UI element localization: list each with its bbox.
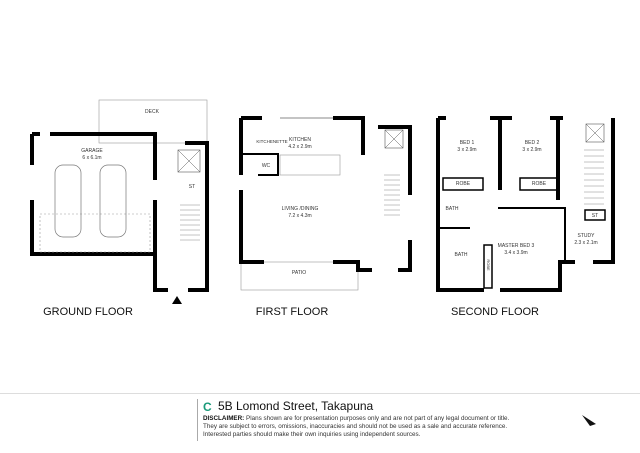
room-kitchen-size: 4.2 x 2.9m (288, 144, 312, 150)
room-bed2-size: 3 x 2.9m (522, 147, 542, 153)
room-garage: GARAGE (81, 148, 103, 154)
second-floor-title: SECOND FLOOR (450, 306, 540, 318)
room-patio: PATIO (291, 270, 307, 276)
room-bath2: BATH (454, 252, 468, 258)
disclaimer-label: DISCLAIMER: (203, 415, 245, 422)
footer-divider (0, 393, 640, 394)
ground-floor-plan (30, 99, 209, 304)
room-robe3: ROBE (486, 259, 491, 271)
robe-2 (519, 177, 559, 191)
room-master-size: 3.4 x 3.9m (504, 250, 528, 256)
room-robe1: ROBE (455, 181, 471, 187)
kitchen-island (279, 154, 341, 176)
north-arrow-icon (582, 415, 596, 426)
patio-outline (240, 261, 359, 291)
room-living-size: 7.2 x 4.3m (288, 213, 312, 219)
room-st: ST (591, 213, 599, 219)
room-kitchen: KITCHEN (289, 137, 311, 143)
room-bed1-size: 3 x 2.9m (457, 147, 477, 153)
disclaimer: DISCLAIMER: Plans shown are for presenta… (203, 415, 583, 439)
stairs (180, 204, 200, 241)
room-living-dining: LIVING /DINING (281, 206, 319, 212)
room-bed2: BED 2 (524, 140, 540, 146)
first-floor-plan (239, 116, 412, 291)
footer-vertical-divider (197, 399, 198, 441)
room-study-size: 2.3 x 2.1m (574, 240, 598, 246)
room-garage-size: 6 x 6.1m (82, 155, 102, 161)
room-bed1: BED 1 (459, 140, 475, 146)
lift-icon (585, 123, 605, 143)
room-robe2: ROBE (531, 181, 547, 187)
second-floor-plan (436, 116, 615, 292)
room-deck: DECK (145, 109, 159, 115)
room-bath1: BATH (445, 206, 459, 212)
car-icon (99, 164, 127, 238)
disclaimer-line: Plans shown are for presentation purpose… (246, 415, 510, 422)
disclaimer-line: They are subject to errors, omissions, i… (203, 423, 508, 430)
ground-floor-title: GROUND FLOOR (43, 306, 133, 318)
first-floor-title: FIRST FLOOR (255, 306, 329, 318)
lift-icon (384, 129, 404, 149)
entry-arrow-icon (172, 296, 182, 304)
room-study: STUDY (577, 233, 595, 239)
disclaimer-line: Interested parties should make their own… (203, 431, 421, 438)
room-wc: WC (261, 163, 271, 169)
room-kitchenette: KITCHENETTE (256, 139, 288, 144)
lift-icon (177, 149, 201, 173)
brand-c-logo: C (203, 400, 212, 414)
stairs (384, 174, 400, 216)
robe-3 (483, 244, 493, 289)
stairs (584, 149, 604, 205)
room-master-bed: MASTER BED 3 (497, 243, 535, 249)
property-address: 5B Lomond Street, Takapuna (218, 399, 374, 413)
room-st: ST (188, 184, 196, 190)
robe-1 (442, 177, 484, 191)
car-icon (54, 164, 82, 238)
